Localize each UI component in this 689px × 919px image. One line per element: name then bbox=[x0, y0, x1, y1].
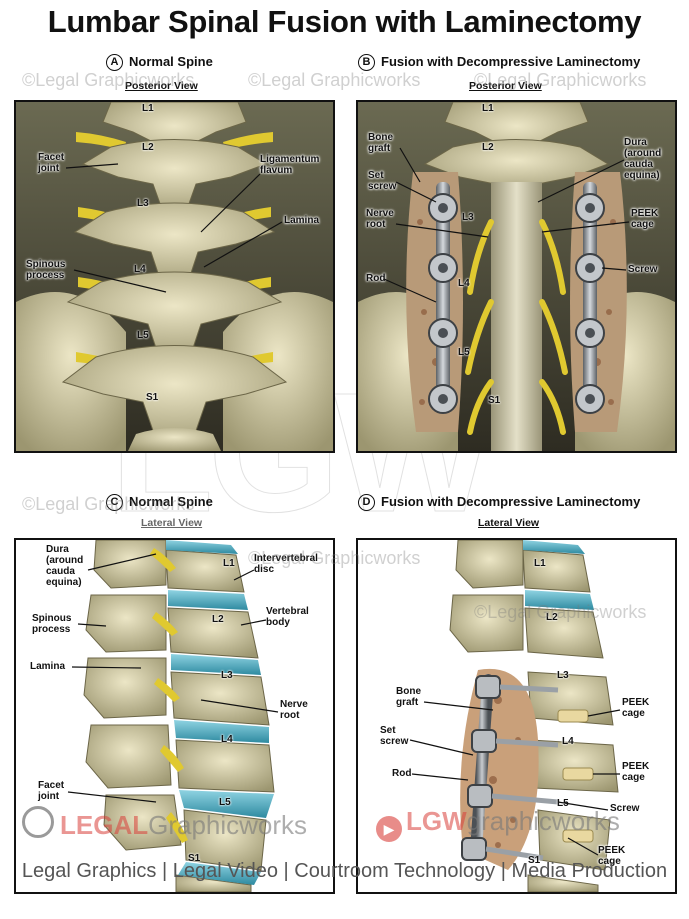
panel-c-letter: C bbox=[106, 494, 123, 511]
a-label-spinous-process: Spinous process bbox=[26, 259, 66, 281]
b-vert-l5: L5 bbox=[458, 347, 470, 358]
page-title: Lumbar Spinal Fusion with Laminectomy bbox=[47, 4, 642, 39]
panel-b-posterior-fusion: L1 L2 L3 L4 L5 S1 Bone graft Set screw N… bbox=[356, 100, 677, 453]
c-label-dura: Dura (around cauda equina) bbox=[46, 544, 84, 588]
panel-a-heading: A Normal Spine bbox=[106, 54, 213, 71]
d-label-peek-cage-3: PEEK cage bbox=[598, 845, 626, 867]
panel-c-view: Lateral View bbox=[141, 517, 203, 529]
watermark-3: ©Legal Graphicworks bbox=[474, 70, 647, 90]
a-vert-l2: L2 bbox=[142, 142, 154, 153]
c-label-nerve-root: Nerve root bbox=[280, 699, 308, 721]
a-vert-l4: L4 bbox=[134, 264, 146, 275]
d-label-peek-cage-1: PEEK cage bbox=[622, 697, 650, 719]
brand-right-word2: graphicworks bbox=[466, 806, 620, 836]
b-label-screw: Screw bbox=[628, 264, 658, 275]
watermark-4: ©Legal Graphicworks bbox=[22, 494, 195, 514]
a-vert-l5: L5 bbox=[137, 330, 149, 341]
a-vert-l1: L1 bbox=[142, 103, 154, 114]
panel-d-heading: D Fusion with Decompressive Laminectomy bbox=[358, 494, 640, 511]
c-label-intervertebral-disc: Intervertebral disc bbox=[254, 553, 318, 575]
brand-left-word1: LEGAL bbox=[60, 810, 149, 840]
b-vert-l1: L1 bbox=[482, 103, 494, 114]
c-vert-l3: L3 bbox=[221, 670, 233, 681]
c-label-vertebral-body: Vertebral body bbox=[266, 606, 309, 628]
c-label-spinous-process: Spinous process bbox=[32, 613, 72, 635]
a-vert-l3: L3 bbox=[137, 198, 149, 209]
watermark-6: ©Legal Graphicworks bbox=[474, 602, 647, 622]
d-label-set-screw: Set screw bbox=[380, 725, 409, 747]
panel-a-title: Normal Spine bbox=[129, 54, 213, 69]
brand-left: LEGALGraphicworks bbox=[22, 806, 307, 841]
panel-d-lateral-fusion: L1 L2 L3 L4 L5 S1 Bone graft Set screw R… bbox=[356, 538, 677, 894]
d-vert-s1: S1 bbox=[528, 855, 541, 866]
b-label-dura: Dura (around cauda equina) bbox=[624, 137, 662, 181]
a-label-lamina: Lamina bbox=[284, 215, 320, 226]
a-label-ligamentum-flavum: Ligamentum flavum bbox=[260, 154, 320, 176]
watermark-5: ©Legal Graphicworks bbox=[248, 548, 421, 568]
b-label-rod: Rod bbox=[366, 273, 386, 284]
d-label-rod: Rod bbox=[392, 768, 412, 779]
d-vert-l1: L1 bbox=[534, 558, 546, 569]
panel-b-letter: B bbox=[358, 54, 375, 71]
watermark-2: ©Legal Graphicworks bbox=[248, 70, 421, 90]
c-vert-l1: L1 bbox=[223, 558, 235, 569]
d-label-screw: Screw bbox=[610, 803, 640, 814]
b-vert-s1: S1 bbox=[488, 395, 501, 406]
play-icon: ▶ bbox=[376, 816, 402, 842]
panel-a-posterior-normal: L1 L2 L3 L4 L5 S1 Facet joint Ligamentum… bbox=[14, 100, 335, 453]
panel-b-title: Fusion with Decompressive Laminectomy bbox=[381, 54, 641, 69]
panel-b-heading: B Fusion with Decompressive Laminectomy bbox=[358, 54, 640, 71]
panel-a-letter: A bbox=[106, 54, 123, 71]
magnifier-icon bbox=[22, 806, 54, 838]
panel-d-illustration bbox=[358, 540, 675, 892]
b-label-set-screw: Set screw bbox=[368, 170, 397, 192]
c-vert-s1: S1 bbox=[188, 853, 201, 864]
brand-right-word1: LGW bbox=[406, 806, 467, 836]
panel-c-lateral-normal: L1 L2 L3 L4 L5 S1 Dura (around cauda equ… bbox=[14, 538, 335, 894]
d-label-bone-graft: Bone graft bbox=[396, 686, 421, 708]
brand-left-word2: Graphicworks bbox=[148, 810, 308, 840]
a-vert-s1: S1 bbox=[146, 392, 159, 403]
b-vert-l3: L3 bbox=[462, 212, 474, 223]
panel-a-view: Posterior View bbox=[125, 80, 198, 92]
c-vert-l5: L5 bbox=[219, 797, 231, 808]
c-label-lamina: Lamina bbox=[30, 661, 66, 672]
a-label-facet-joint: Facet joint bbox=[38, 152, 65, 174]
panel-c-title: Normal Spine bbox=[129, 494, 213, 509]
c-vert-l2: L2 bbox=[212, 614, 224, 625]
d-vert-l3: L3 bbox=[557, 670, 569, 681]
b-vert-l4: L4 bbox=[458, 278, 470, 289]
brand-right: ▶LGWgraphicworks bbox=[376, 806, 620, 842]
d-vert-l2: L2 bbox=[546, 612, 558, 623]
panel-b-view: Posterior View bbox=[469, 80, 542, 92]
b-label-bone-graft: Bone graft bbox=[368, 132, 393, 154]
watermark-1: ©Legal Graphicworks bbox=[22, 70, 195, 90]
b-label-peek-cage: PEEK cage bbox=[631, 208, 659, 230]
b-vert-l2: L2 bbox=[482, 142, 494, 153]
c-vert-l4: L4 bbox=[221, 734, 233, 745]
panel-c-heading: C Normal Spine bbox=[106, 494, 213, 511]
c-label-facet-joint: Facet joint bbox=[38, 780, 65, 802]
d-vert-l4: L4 bbox=[562, 736, 574, 747]
d-label-peek-cage-2: PEEK cage bbox=[622, 761, 650, 783]
b-label-nerve-root: Nerve root bbox=[366, 208, 394, 230]
panel-d-view: Lateral View bbox=[478, 517, 540, 529]
footer-tagline: Legal Graphics | Legal Video | Courtroom… bbox=[21, 860, 668, 882]
panel-d-letter: D bbox=[358, 494, 375, 511]
panel-d-title: Fusion with Decompressive Laminectomy bbox=[381, 494, 641, 509]
